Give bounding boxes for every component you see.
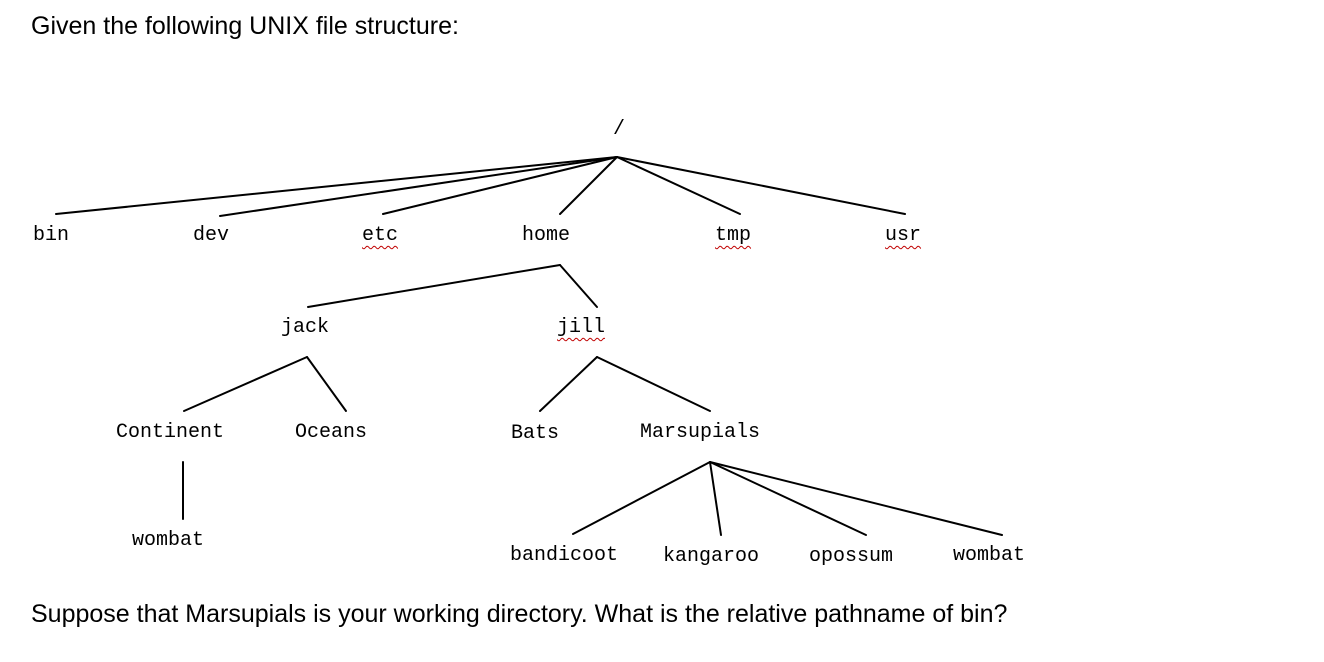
edge-jill-bats <box>539 356 598 412</box>
edge-home-jack <box>307 264 561 308</box>
node-marsupials: Marsupials <box>640 421 761 444</box>
node-jill: jill <box>557 316 606 339</box>
edge-jill-marsupials <box>596 356 711 412</box>
node-tmp: tmp <box>715 224 752 247</box>
node-opossum: opossum <box>809 545 894 568</box>
edge-marsupials-kangaroo <box>709 461 722 536</box>
node-root: / <box>613 118 626 141</box>
edge-root-usr <box>616 156 906 215</box>
node-continent: Continent <box>116 421 225 444</box>
edge-root-home <box>559 156 618 215</box>
node-bandicoot: bandicoot <box>510 544 619 567</box>
question-text: Suppose that Marsupials is your working … <box>31 600 1008 628</box>
node-bats: Bats <box>511 422 560 445</box>
edge-marsupials-opossum <box>709 461 867 536</box>
node-wombat-continent: wombat <box>132 529 205 552</box>
edge-root-dev <box>219 156 618 217</box>
node-kangaroo: kangaroo <box>663 545 760 568</box>
edge-root-tmp <box>616 156 741 215</box>
edge-marsupials-wombat <box>709 461 1003 536</box>
node-usr: usr <box>885 224 922 247</box>
edge-root-bin <box>55 156 618 215</box>
node-home: home <box>522 224 571 247</box>
node-jack: jack <box>281 316 330 339</box>
edge-home-jill <box>559 264 598 308</box>
edge-marsupials-bandicoot <box>572 461 711 535</box>
edge-root-etc <box>382 156 618 215</box>
intro-text: Given the following UNIX file structure: <box>31 12 459 40</box>
node-bin: bin <box>33 224 70 247</box>
node-oceans: Oceans <box>295 421 368 444</box>
edge-jack-continent <box>183 356 308 412</box>
edge-jack-oceans <box>306 356 347 412</box>
node-etc: etc <box>362 224 399 247</box>
node-wombat-marsupials: wombat <box>953 544 1026 567</box>
node-dev: dev <box>193 224 230 247</box>
